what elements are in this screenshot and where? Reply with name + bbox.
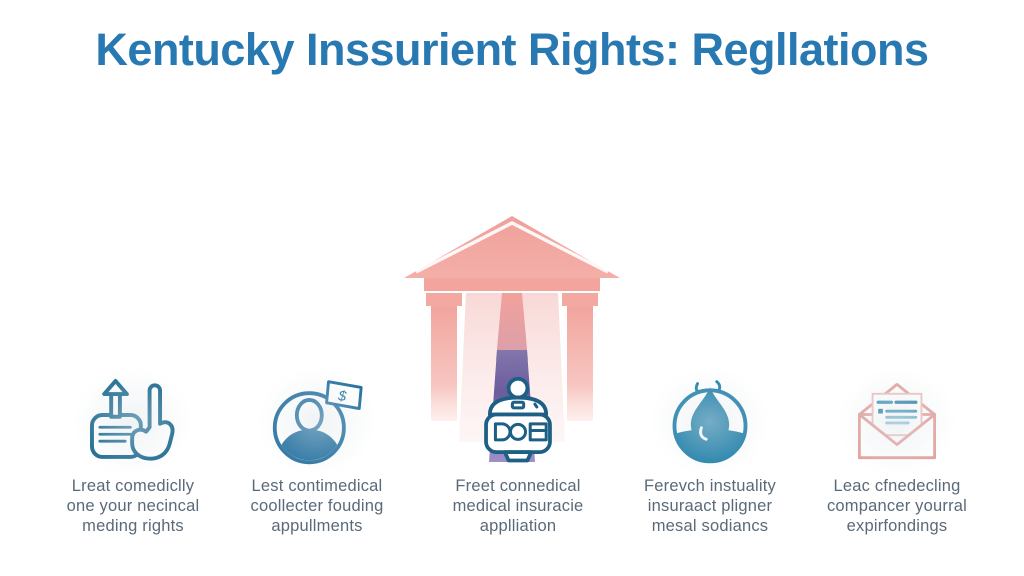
caption-line: expirfondings <box>846 517 948 535</box>
medical-device-pot-icon <box>484 376 552 463</box>
feature-item-2: $ Lest contimedical coollecter fouding a… <box>222 367 412 553</box>
icon-halo <box>837 367 957 477</box>
feature-item-3: Freet connedical medical insuracie appll… <box>423 374 613 553</box>
feature-4-caption: Ferevch instuality insuraact pligner mes… <box>615 476 805 536</box>
caption-line: one your necincal <box>66 497 200 515</box>
open-envelope-letter-icon <box>857 382 937 460</box>
caption-line: meding rights <box>82 517 184 535</box>
caption-line: mesal sodiancs <box>651 517 769 535</box>
caption-line: insuraact pligner <box>647 497 773 515</box>
feature-5-caption: Leac cfnedecling compancer yourral expir… <box>802 476 992 536</box>
icon-halo <box>650 367 770 477</box>
feature-3-icon-wrap <box>423 374 613 470</box>
feature-2-caption: Lest contimedical coollecter fouding app… <box>222 476 412 536</box>
feature-item-1: Lreat comediclly one your necincal medin… <box>38 367 228 553</box>
feature-5-icon-wrap <box>802 367 992 477</box>
page-title: Kentucky Inssurient Rights: Regllations <box>95 24 929 75</box>
caption-line: applliation <box>479 517 557 535</box>
feature-item-4: Ferevch instuality insuraact pligner mes… <box>615 367 805 553</box>
document-arrow-hand-icon <box>90 379 175 461</box>
feature-1-caption: Lreat comediclly one your necincal medin… <box>38 476 228 536</box>
feature-1-icon-wrap <box>38 367 228 477</box>
caption-line: Freet connedical <box>455 477 581 495</box>
caption-line: Ferevch instuality <box>644 477 776 495</box>
caption-line: appullments <box>271 517 363 535</box>
feature-2-icon-wrap: $ <box>222 367 412 477</box>
icon-halo <box>73 367 193 477</box>
icon-halo <box>257 367 377 477</box>
caption-line: coollecter fouding <box>250 497 384 515</box>
feature-4-icon-wrap <box>615 367 805 477</box>
person-money-flag-icon: $ <box>272 380 363 465</box>
caption-line: Leac cfnedecling <box>833 477 961 495</box>
caption-line: medical insuracie <box>452 497 584 515</box>
caption-line: compancer yourral <box>826 497 968 515</box>
feature-item-5: Leac cfnedecling compancer yourral expir… <box>802 367 992 553</box>
svg-text:$: $ <box>336 388 348 405</box>
water-drop-circle-icon <box>672 380 748 464</box>
caption-line: Lreat comediclly <box>71 477 195 495</box>
feature-3-caption: Freet connedical medical insuracie appll… <box>423 476 613 536</box>
caption-line: Lest contimedical <box>251 477 383 495</box>
